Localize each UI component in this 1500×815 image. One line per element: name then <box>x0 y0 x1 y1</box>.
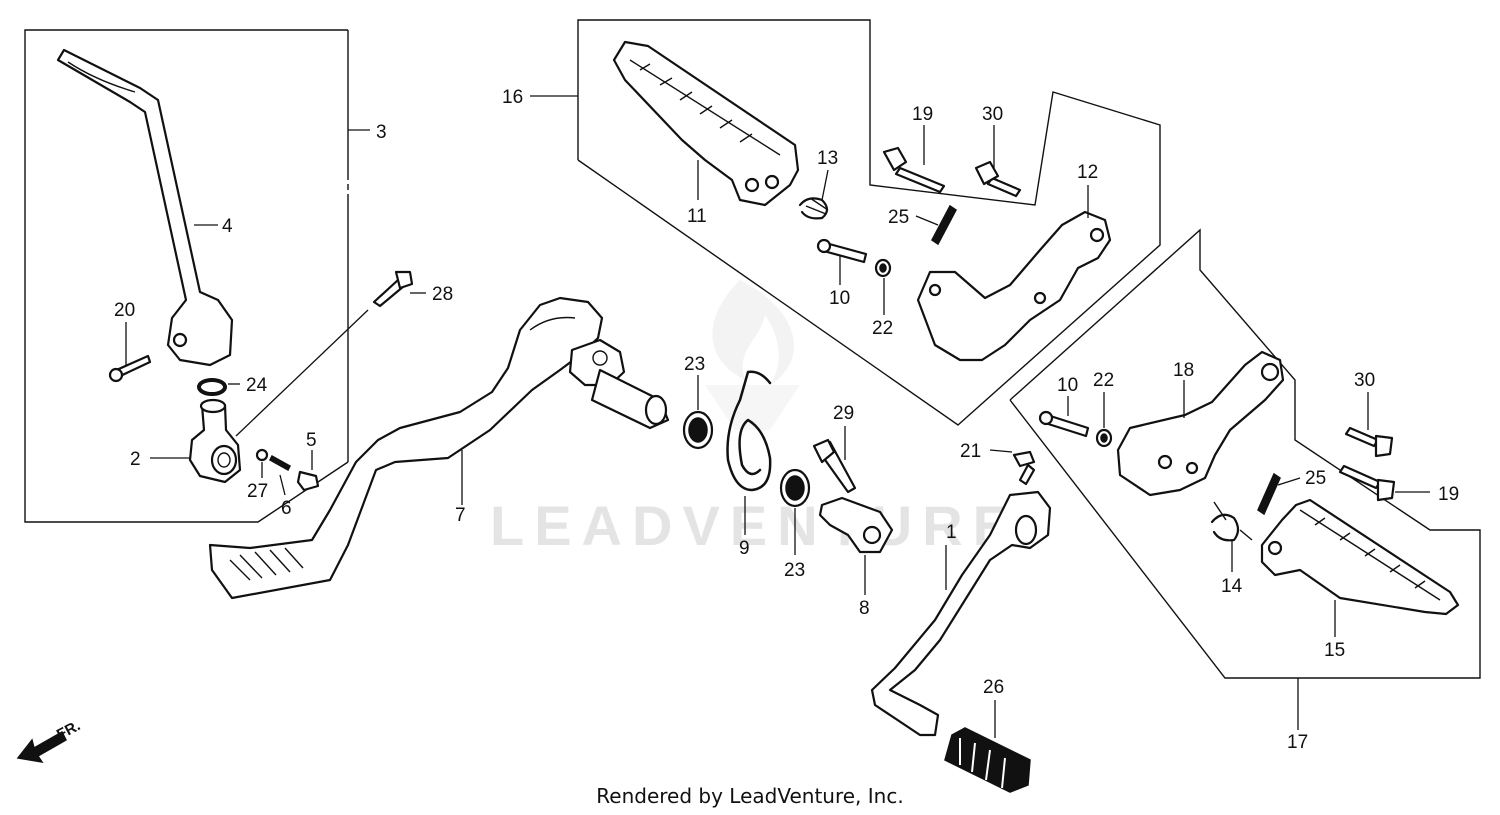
label-30-b: 30 <box>1354 370 1375 391</box>
washer-22-b <box>1095 428 1113 448</box>
pin-25-a <box>931 204 957 246</box>
bolt-19-a <box>882 146 946 194</box>
return-spring-9 <box>726 370 772 492</box>
kick-spindle-2 <box>188 398 242 484</box>
label-19-b: 19 <box>1438 484 1459 505</box>
watermark-text: LEADVENTURE <box>490 494 1020 557</box>
frame-right-footpeg <box>577 19 1161 426</box>
small-parts-27-6-5 <box>255 448 320 492</box>
frame-kick-starter <box>24 29 349 523</box>
label-6: 6 <box>281 498 292 519</box>
label-15: 15 <box>1324 640 1345 661</box>
pin-10-a <box>816 238 868 264</box>
link-arm-8 <box>818 496 894 554</box>
pin-10-b <box>1038 410 1090 438</box>
leader-lines <box>125 95 1430 738</box>
label-20: 20 <box>114 300 135 321</box>
front-direction-arrow: FR. <box>16 717 83 764</box>
bolt-28 <box>235 270 414 437</box>
label-7: 7 <box>455 505 466 526</box>
pin-25-b <box>1257 472 1281 516</box>
footpeg-15 <box>1260 498 1460 616</box>
label-3: 3 <box>376 122 387 143</box>
label-18: 18 <box>1173 360 1194 381</box>
bolt-30-a <box>974 160 1022 198</box>
label-1: 1 <box>946 522 957 543</box>
label-19-a: 19 <box>912 104 933 125</box>
label-5: 5 <box>306 430 317 451</box>
seal-23-a <box>682 410 714 450</box>
label-30-a: 30 <box>982 104 1003 125</box>
label-17: 17 <box>1287 732 1308 753</box>
watermark: LEADVENTURE <box>490 280 1020 557</box>
shift-pedal <box>870 450 1052 737</box>
kick-arm <box>56 48 234 367</box>
label-10-b: 10 <box>1057 375 1078 396</box>
label-22-b: 22 <box>1093 370 1114 391</box>
spring-14 <box>1210 501 1253 542</box>
label-24: 24 <box>246 375 268 396</box>
label-25-b: 25 <box>1305 468 1326 489</box>
bracket-12 <box>916 210 1112 362</box>
o-ring-24 <box>197 378 227 396</box>
footpeg-11 <box>612 40 800 207</box>
washer-22-a <box>874 258 892 278</box>
arrow-icon <box>16 730 67 764</box>
brake-pedal <box>208 296 670 600</box>
spring-13 <box>798 197 829 220</box>
label-27: 27 <box>247 481 268 502</box>
label-23-a: 23 <box>684 354 705 375</box>
label-4: 4 <box>222 216 233 237</box>
bolt-20 <box>108 354 152 383</box>
label-12: 12 <box>1077 162 1098 183</box>
footer-credit: Rendered by LeadVenture, Inc. <box>596 784 904 808</box>
shift-rubber-26 <box>944 727 1031 793</box>
label-2: 2 <box>130 449 141 470</box>
seal-23-b <box>779 468 811 508</box>
bolt-30-b <box>1344 426 1394 458</box>
label-16: 16 <box>502 87 523 108</box>
frame-left-footpeg <box>1009 228 1481 679</box>
bolt-29 <box>812 438 857 494</box>
label-14: 14 <box>1221 576 1243 597</box>
label-13: 13 <box>817 148 838 169</box>
bolt-19-b <box>1338 464 1396 502</box>
label-29: 29 <box>833 403 854 424</box>
label-28: 28 <box>432 284 453 305</box>
flame-logo-icon <box>705 280 800 430</box>
label-21: 21 <box>960 441 981 462</box>
label-11: 11 <box>687 206 707 227</box>
label-23-b: 23 <box>784 560 805 581</box>
label-26: 26 <box>983 677 1004 698</box>
bracket-18 <box>1116 350 1285 497</box>
label-10-a: 10 <box>829 288 850 309</box>
callout-labels: 1 2 3 4 5 6 7 8 9 10 10 11 12 13 14 15 1… <box>114 87 1459 753</box>
label-22-a: 22 <box>872 318 893 339</box>
label-25-a: 25 <box>888 207 909 228</box>
label-8: 8 <box>859 598 870 619</box>
label-9: 9 <box>739 538 750 559</box>
